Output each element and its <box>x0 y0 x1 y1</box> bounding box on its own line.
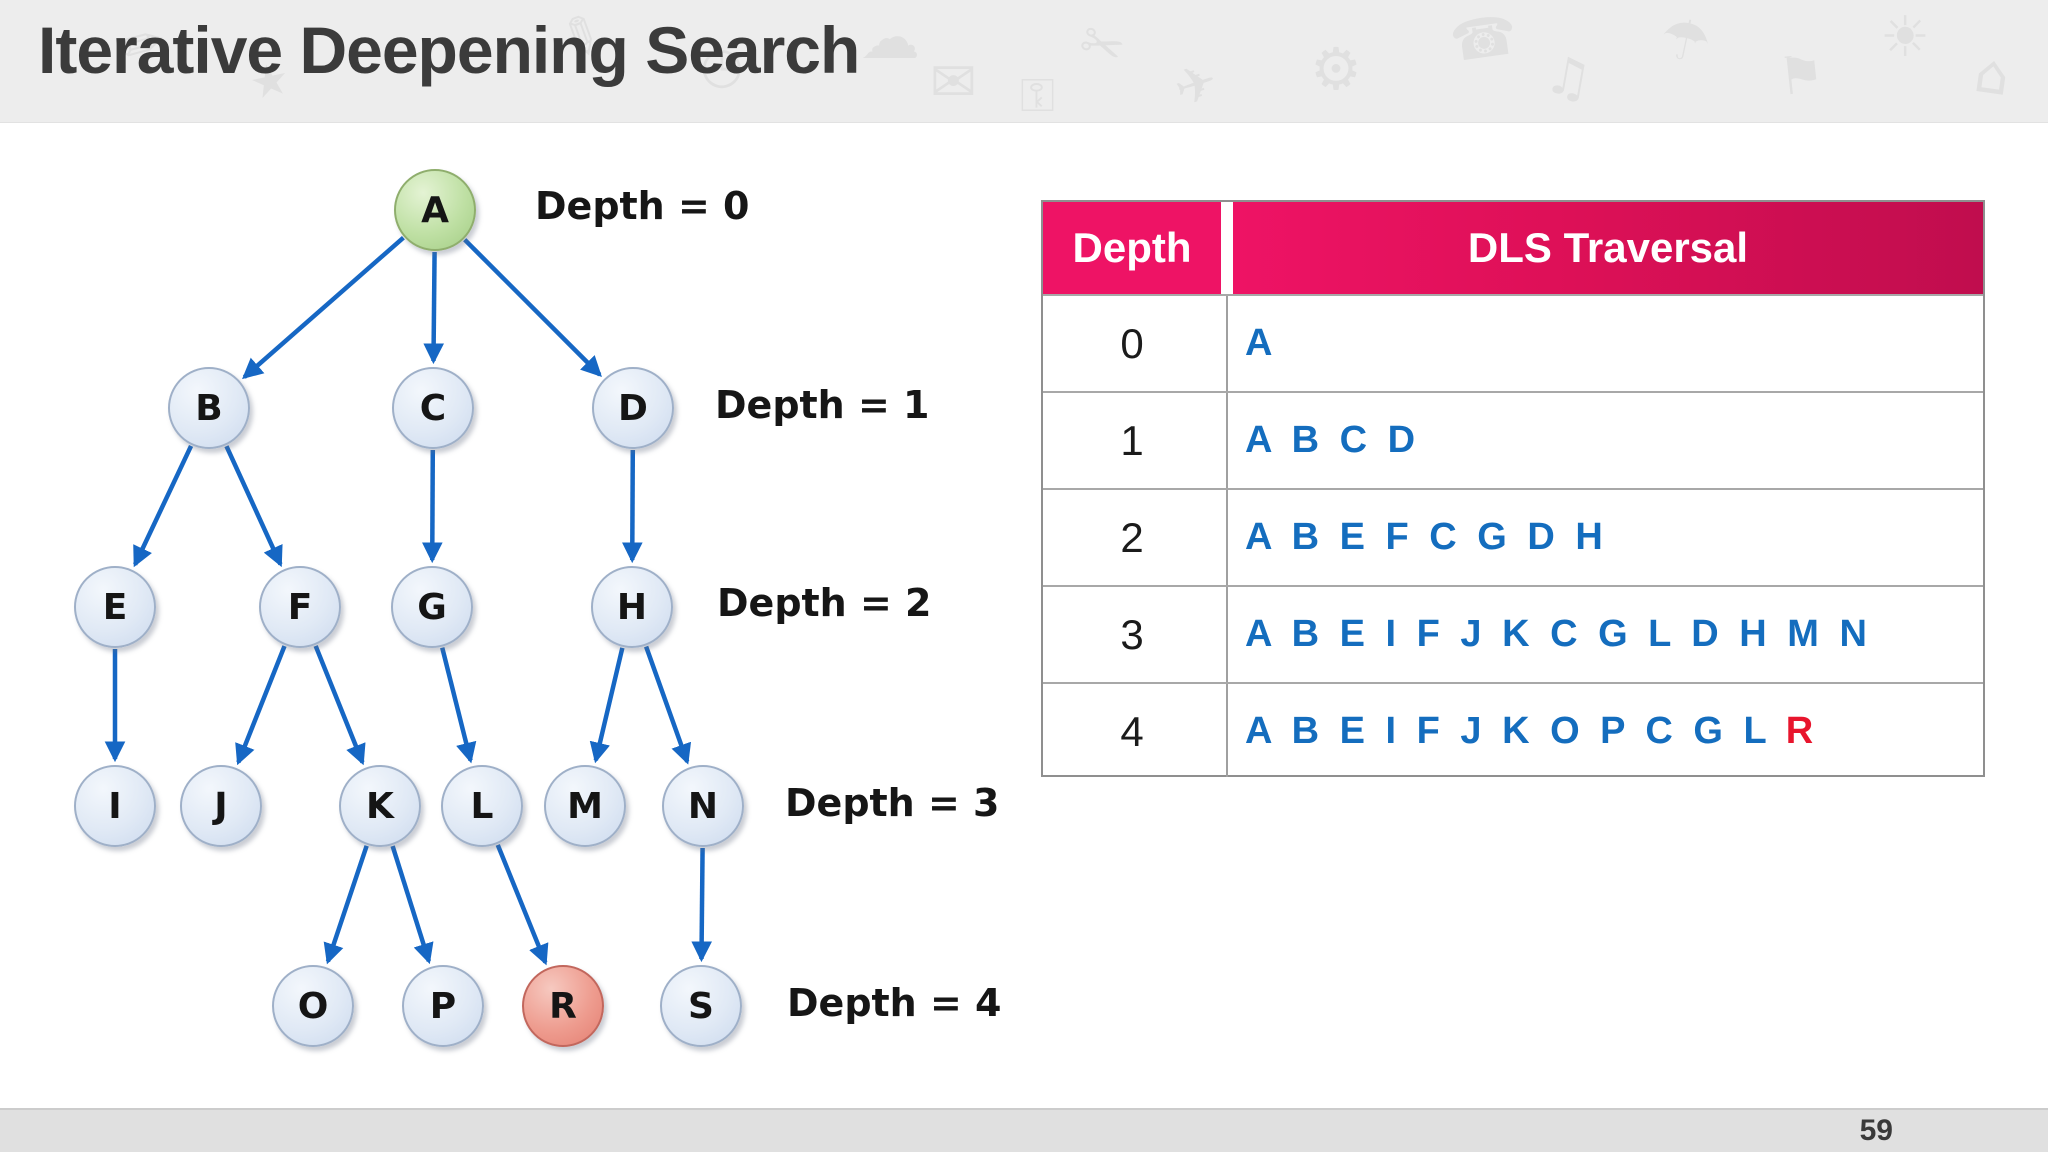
page-number: 59 <box>1859 1114 1893 1147</box>
tree-node-d: D <box>592 367 674 449</box>
tree-node-h: H <box>591 566 673 648</box>
table-row-depth-1: 1 A B C D <box>1043 391 1983 488</box>
traversal-value: A B E F C G D H <box>1221 516 1608 559</box>
tree-node-c: C <box>392 367 474 449</box>
edge-n-s <box>691 847 712 963</box>
traversal-value: A B C D <box>1221 419 1420 462</box>
footer-bar: 59 <box>0 1108 2048 1152</box>
table-column-divider <box>1226 294 1228 777</box>
tree-node-s: S <box>660 965 742 1047</box>
tree-node-j: J <box>180 765 262 847</box>
tree-node-e: E <box>74 566 156 648</box>
table-row-depth-4: 4 A B E I F J K O P C G L R <box>1043 682 1983 779</box>
depth-value: 1 <box>1120 416 1144 464</box>
edge-l-r <box>495 844 549 966</box>
tree-node-o: O <box>272 965 354 1047</box>
tree-node-n: N <box>662 765 744 847</box>
tree-node-a: A <box>394 169 476 251</box>
tree-node-l: L <box>441 765 523 847</box>
edge-c-g <box>421 449 443 564</box>
edge-a-c <box>423 251 445 365</box>
tree-node-i: I <box>74 765 156 847</box>
table-header-dls-traversal: DLS Traversal <box>1233 202 1983 294</box>
traversal-part-blue: A <box>1245 322 1278 364</box>
tree-node-b: B <box>168 367 250 449</box>
depth-label-0: Depth = 0 <box>535 184 750 228</box>
tree-node-r: R <box>522 965 604 1047</box>
traversal-part-blue: A B E I F J K C G L D H M N <box>1245 613 1872 655</box>
table-row-depth-2: 2 A B E F C G D H <box>1043 488 1983 585</box>
traversal-part-blue: A B E F C G D H <box>1245 516 1608 558</box>
table-header-depth: Depth <box>1043 202 1221 294</box>
traversal-part-blue: A B E I F J K O P C G L <box>1245 710 1772 752</box>
edge-d-h <box>621 449 643 564</box>
edge-b-f <box>224 445 283 568</box>
edge-g-l <box>440 647 477 764</box>
traversal-value: A B E I F J K C G L D H M N <box>1221 613 1872 656</box>
traversal-value: A <box>1221 322 1277 365</box>
depth-label-3: Depth = 3 <box>785 781 1000 825</box>
edge-a-d <box>463 238 602 377</box>
tree-node-p: P <box>402 965 484 1047</box>
depth-label-1: Depth = 1 <box>715 383 930 427</box>
depth-value: 3 <box>1120 610 1144 658</box>
edge-f-k <box>313 645 366 766</box>
traversal-part-red: R <box>1785 710 1819 752</box>
edge-k-o <box>323 845 369 965</box>
edge-h-m <box>589 647 625 764</box>
depth-label-4: Depth = 4 <box>787 981 1002 1025</box>
page-title: Iterative Deepening Search <box>38 13 860 87</box>
depth-value: 2 <box>1120 513 1144 561</box>
tree-node-k: K <box>339 765 421 847</box>
edge-k-p <box>390 845 434 965</box>
table-row-depth-3: 3 A B E I F J K C G L D H M N <box>1043 585 1983 682</box>
tree-node-m: M <box>544 765 626 847</box>
tree-node-f: F <box>259 566 341 648</box>
edge-h-n <box>643 645 692 765</box>
depth-value: 0 <box>1120 319 1144 367</box>
edge-f-j <box>235 645 287 766</box>
edge-a-b <box>242 235 405 380</box>
tree-node-g: G <box>391 566 473 648</box>
depth-value: 4 <box>1120 707 1144 755</box>
depth-label-2: Depth = 2 <box>717 581 932 625</box>
traversal-part-blue: A B C D <box>1245 419 1421 461</box>
edge-b-e <box>133 445 194 568</box>
